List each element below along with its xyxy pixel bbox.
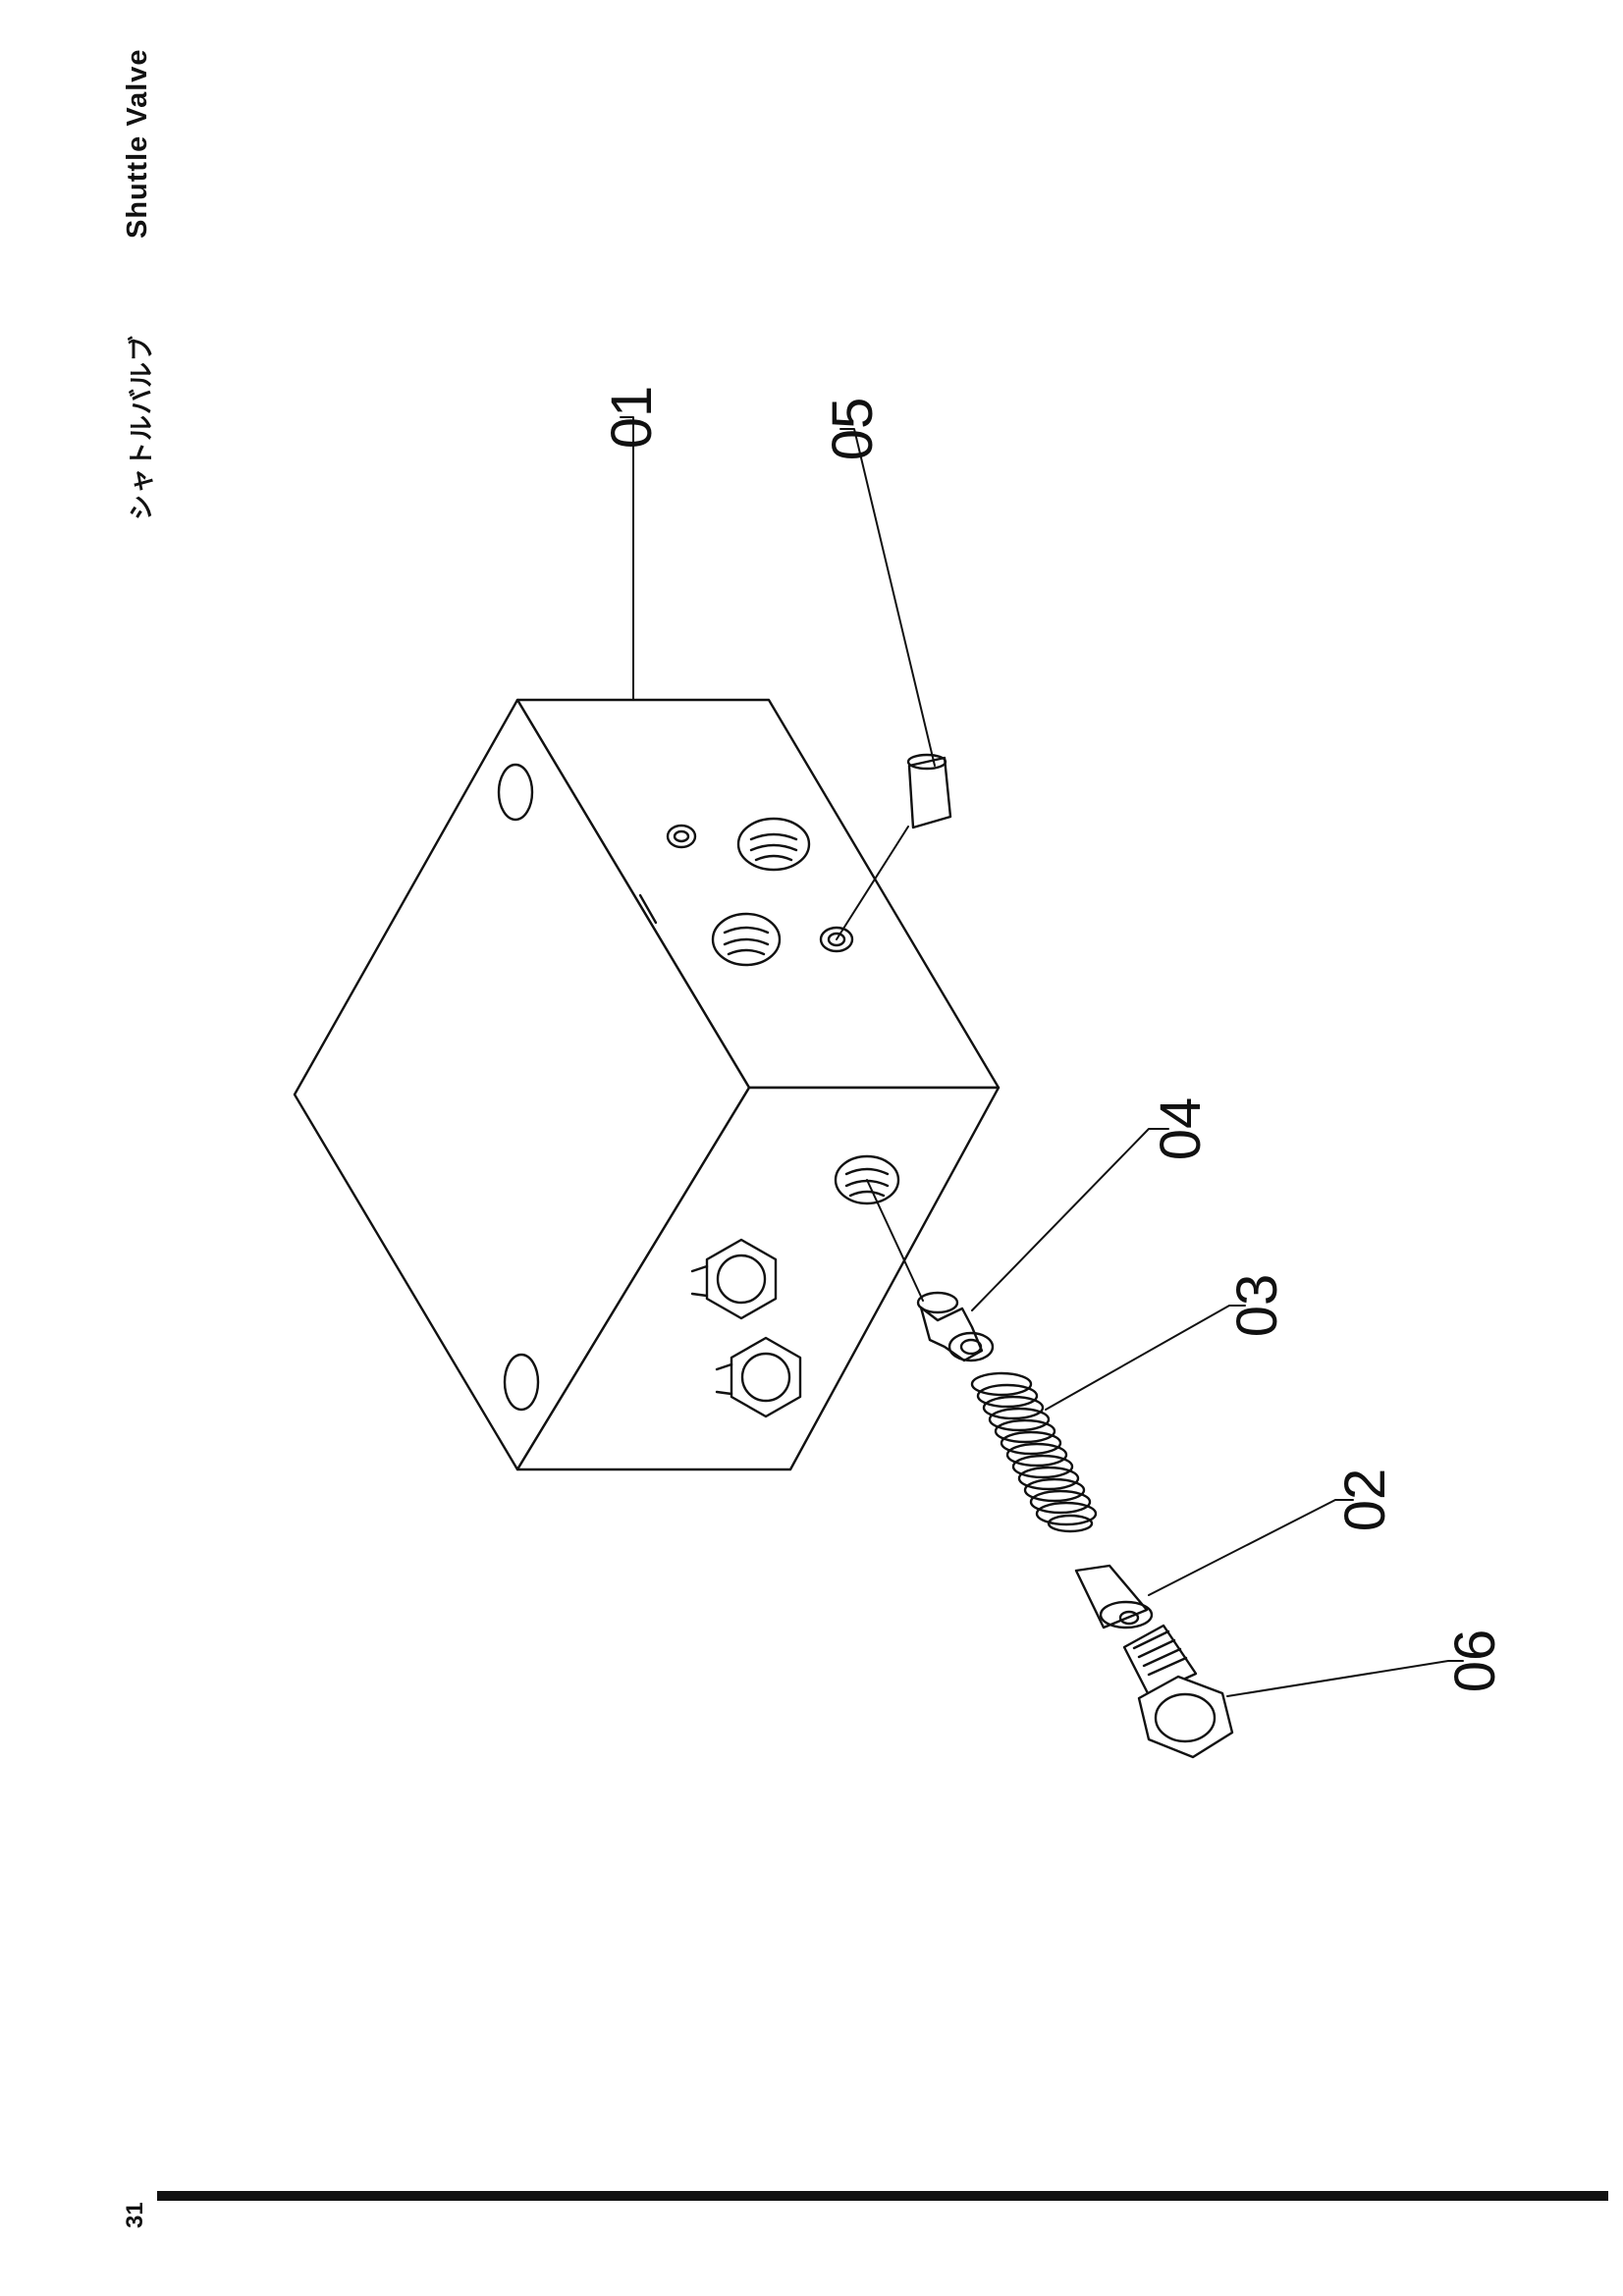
callout-06: 06 bbox=[1443, 1629, 1507, 1693]
plug-part-06 bbox=[1122, 1624, 1234, 1759]
seat-part-02 bbox=[1074, 1564, 1154, 1629]
spring-part-03 bbox=[970, 1371, 1098, 1533]
callout-01: 01 bbox=[600, 386, 664, 450]
callout-03: 03 bbox=[1225, 1274, 1289, 1338]
callout-05: 05 bbox=[821, 398, 885, 461]
leader-lines bbox=[620, 416, 1464, 1697]
footer-rule bbox=[157, 2191, 1608, 2201]
poppet-part-04 bbox=[916, 1291, 995, 1362]
valve-body bbox=[293, 698, 1001, 1471]
callout-02: 02 bbox=[1333, 1468, 1397, 1532]
plug-part-05 bbox=[906, 753, 952, 829]
callout-04: 04 bbox=[1149, 1097, 1213, 1161]
